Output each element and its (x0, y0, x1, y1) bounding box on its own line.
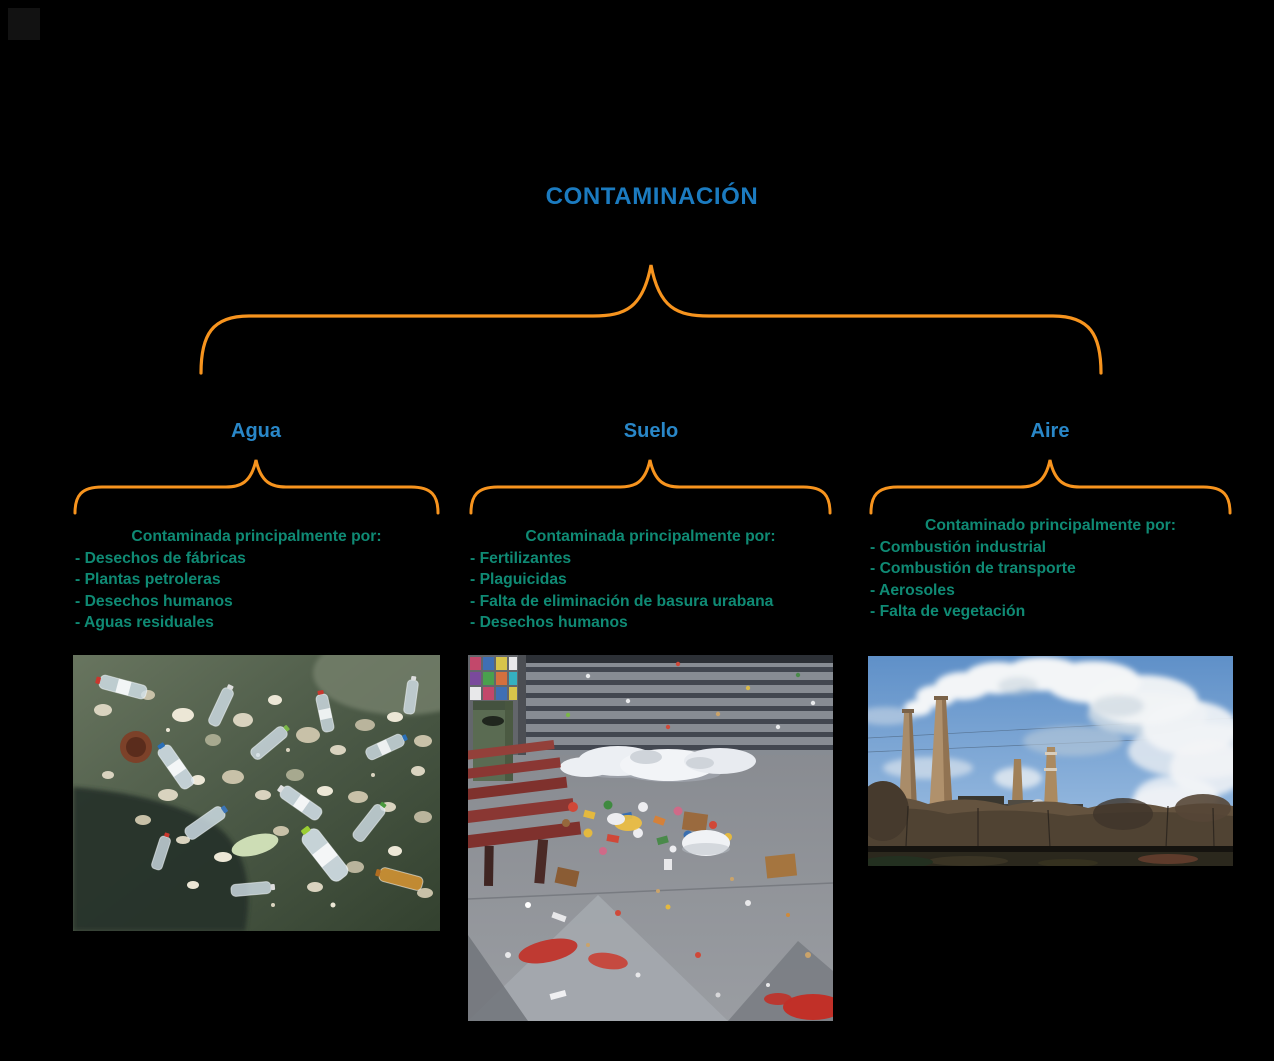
branch-item: - Aerosoles (870, 581, 955, 599)
brace-aire (869, 459, 1232, 515)
floating-sandal (231, 833, 279, 857)
branch-item: - Plantas petroleras (75, 571, 221, 589)
branch-item: - Combustión industrial (870, 538, 1047, 556)
water-pollution-photo (73, 655, 440, 931)
foreground-field (868, 852, 1233, 866)
white-cloth-pile (560, 746, 756, 782)
brace-suelo (469, 459, 832, 515)
branch-item: - Plaguicidas (470, 571, 567, 589)
branch-item: - Fertilizantes (470, 549, 572, 567)
branch-item: - Aguas residuales (75, 614, 214, 632)
branch-intro-agua: Contaminada principalmente por: (131, 528, 382, 545)
paper-bags (554, 811, 798, 888)
street-litter-photo (468, 655, 833, 1021)
plastic-bottles (95, 674, 424, 897)
tree-line (868, 781, 1233, 856)
road-band (868, 846, 1233, 852)
branch-label-suelo: Suelo (623, 420, 679, 442)
branch-text-suelo: Contaminada principalmente por: - Fertil… (468, 526, 833, 634)
branch-item: - Combustión de transporte (870, 560, 1076, 578)
jar-lid (120, 731, 152, 763)
scattered-litter (505, 877, 833, 1020)
branch-intro-aire: Contaminado principalmente por: (924, 517, 1176, 534)
branch-item: - Desechos humanos (75, 592, 233, 610)
branch-item: - Desechos humanos (470, 614, 628, 632)
branch-item: - Desechos de fábricas (75, 549, 246, 567)
branch-item: - Falta de eliminación de basura urabana (470, 592, 774, 610)
page-title: CONTAMINACIÓN (545, 183, 759, 210)
root-brace (199, 264, 1103, 375)
branch-text-agua: Contaminada principalmente por: - Desech… (73, 526, 440, 634)
branch-text-aire: Contaminado principalmente por: - Combus… (868, 515, 1233, 623)
brace-agua (73, 459, 440, 515)
branch-item: - Falta de vegetación (870, 603, 1026, 621)
stairs (468, 655, 833, 755)
trash-cluster (562, 800, 732, 855)
corner-square (8, 8, 40, 40)
park-bench (468, 740, 582, 886)
branch-intro-suelo: Contaminada principalmente por: (525, 528, 776, 545)
water-debris (94, 690, 433, 908)
factory-smokestacks-photo (868, 656, 1233, 866)
branch-label-aire: Aire (1030, 420, 1070, 442)
branch-label-agua: Agua (231, 420, 281, 442)
